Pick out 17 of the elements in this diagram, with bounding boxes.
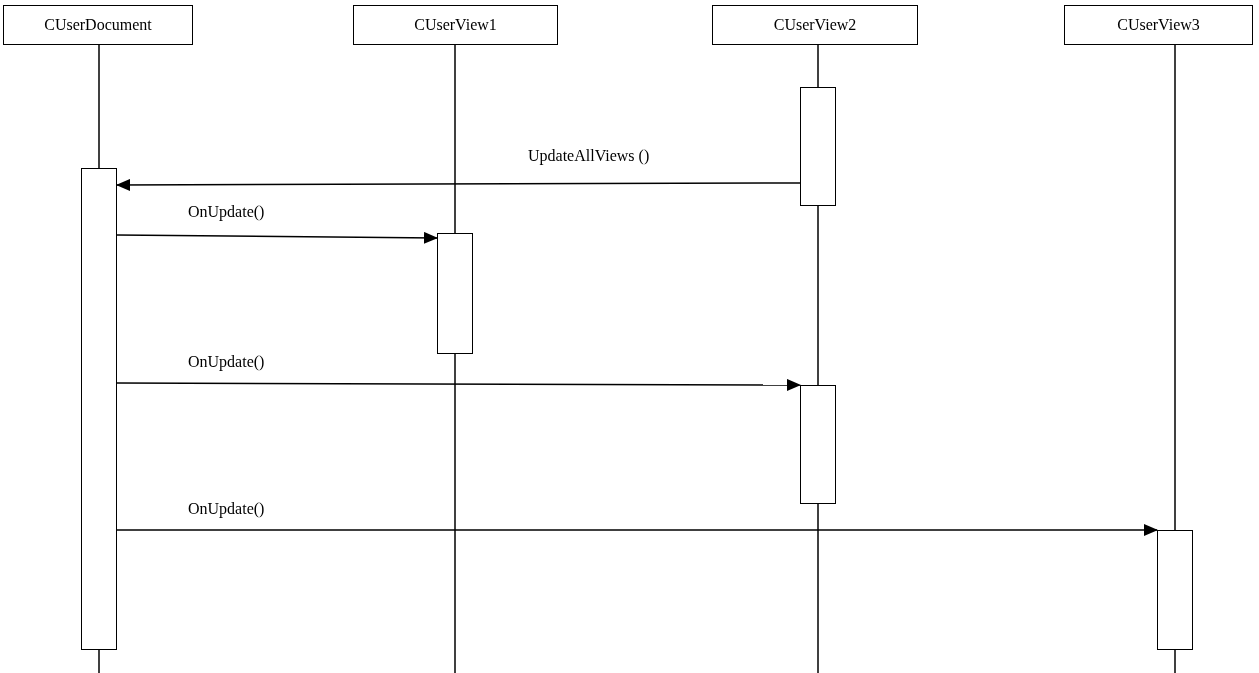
message-arrow bbox=[116, 378, 801, 391]
message-label: OnUpdate() bbox=[188, 500, 265, 518]
message-arrow bbox=[116, 524, 1158, 536]
lifeline-header-box: CUserDocument bbox=[3, 5, 193, 45]
lifeline-header-box: CUserView1 bbox=[353, 5, 558, 45]
lifeline-header-box: CUserView3 bbox=[1064, 5, 1253, 45]
activation-bar bbox=[800, 87, 836, 206]
message-arrow bbox=[116, 178, 801, 191]
message-label: OnUpdate() bbox=[188, 353, 265, 371]
message-label: UpdateAllViews () bbox=[528, 147, 650, 165]
activation-bar bbox=[437, 233, 473, 354]
message-arrow bbox=[116, 231, 438, 244]
activation-bar bbox=[800, 385, 836, 504]
message-label: OnUpdate() bbox=[188, 203, 265, 221]
activation-bar bbox=[81, 168, 117, 650]
activation-bar bbox=[1157, 530, 1193, 650]
lifeline-header-box: CUserView2 bbox=[712, 5, 918, 45]
